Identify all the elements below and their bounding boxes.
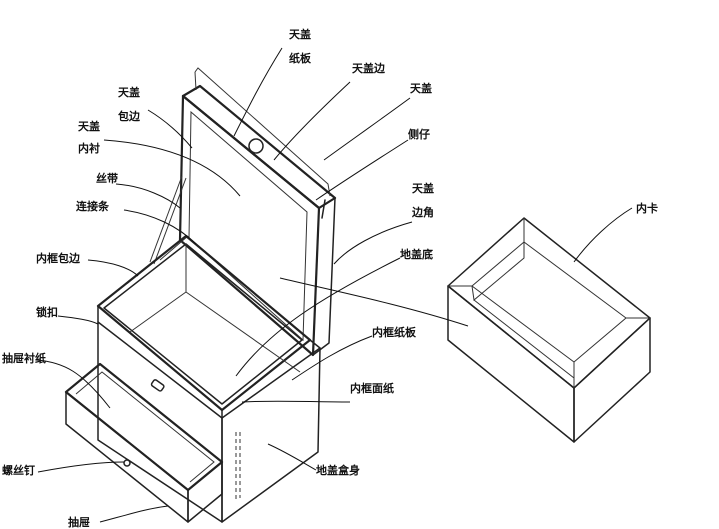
inner-frame (96, 234, 321, 419)
label-lid-board-2: 纸板 (289, 51, 312, 65)
label-base-bottom: 地盖底 (400, 247, 433, 261)
label-inner-frame-face: 内框面纸 (350, 381, 394, 395)
label-lid-lining-1: 天盖 (78, 119, 100, 133)
label-drawer-liner: 抽屉衬纸 (2, 351, 46, 365)
label-lid-corner-2: 边角 (411, 205, 434, 219)
lid-knob-icon (248, 138, 264, 154)
label-lid-wrap-1: 天盖 (118, 85, 140, 99)
lid (178, 67, 337, 357)
lock-clasp-icon (150, 379, 165, 392)
label-side: 侧仔 (408, 127, 430, 141)
drawer (64, 362, 224, 523)
label-lid-wrap-2: 包边 (117, 109, 141, 123)
leader-lines (35, 47, 633, 523)
label-lid-corner-1: 天盖 (412, 181, 434, 195)
label-inner-tray: 内卡 (636, 201, 658, 215)
label-drawer: 抽屉 (68, 515, 90, 529)
label-connector-strip: 连接条 (76, 199, 110, 213)
label-lid-board-1: 天盖 (289, 27, 311, 41)
label-ribbon: 丝带 (96, 171, 118, 185)
label-lock-clasp: 锁扣 (36, 305, 58, 319)
label-inner-frame-wrap: 内框包边 (36, 251, 81, 265)
label-lid-lining-2: 内衬 (78, 141, 100, 155)
label-base-body: 地盖盒身 (316, 463, 360, 477)
ribbons (149, 175, 189, 265)
label-lid-right: 天盖 (410, 81, 432, 95)
inner-tray (447, 217, 651, 443)
label-inner-frame-board: 内框纸板 (372, 325, 417, 339)
label-lid-edge: 天盖边 (352, 61, 386, 75)
screw-icon (123, 459, 131, 467)
labels: 天盖 纸板 天盖边 天盖 包边 天盖 侧仔 天盖 内衬 丝带 连接条 天盖 边角… (2, 27, 658, 529)
label-screw: 螺丝钉 (2, 463, 35, 477)
